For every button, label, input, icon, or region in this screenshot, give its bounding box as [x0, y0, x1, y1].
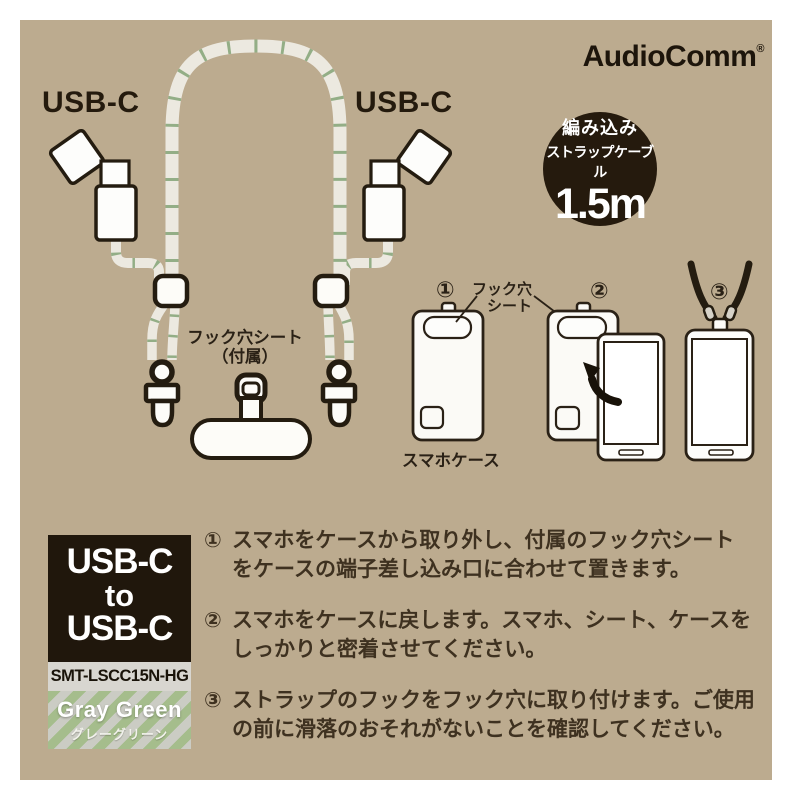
- smartphone-case-label: スマホケース: [402, 452, 500, 470]
- model-number: SMT-LSCC15N-HG: [48, 662, 191, 691]
- instruction-2-text: スマホをケースに戻します。スマホ、シート、ケースを しっかりと密着させてください…: [232, 609, 752, 661]
- step1-number: ①: [436, 277, 455, 302]
- instruction-step-1: ① スマホをケースから取り外し、付属のフック穴シート をケースの端子差し込み口に…: [204, 527, 782, 584]
- instruction-1-number: ①: [204, 529, 222, 552]
- step3-number: ③: [710, 279, 729, 304]
- color-name-en: Gray Green: [57, 697, 182, 722]
- color-swatch: Gray Green グレーグリーン: [48, 691, 191, 749]
- registered-mark: ®: [756, 43, 764, 55]
- connector-type-panel: USB-C to USB-C: [48, 535, 191, 662]
- step2-number: ②: [590, 278, 609, 303]
- instruction-step-3: ③ ストラップのフックをフック穴に取り付けます。ご使用 の前に滑落のおそれがない…: [204, 687, 782, 744]
- connector-type-line1: USB-C: [66, 542, 174, 581]
- connector-type-line3: USB-C: [66, 609, 174, 648]
- usb-c-label-right: USB-C: [355, 86, 453, 119]
- instructions-list: ① スマホをケースから取り外し、付属のフック穴シート をケースの端子差し込み口に…: [204, 527, 782, 744]
- instruction-step-2: ② スマホをケースに戻します。スマホ、シート、ケースを しっかりと密着させてくだ…: [204, 607, 782, 664]
- hook-sheet-caption: フック穴シート （付属）: [187, 329, 303, 366]
- length-badge: 編み込み ストラップケーブル 1.5m: [543, 112, 657, 226]
- badge-length: 1.5m: [554, 180, 647, 228]
- badge-line1: 編み込み: [562, 118, 638, 138]
- connector-type-line2: to: [104, 578, 135, 613]
- instruction-2-number: ②: [204, 609, 222, 632]
- instruction-3-number: ③: [204, 689, 222, 712]
- brand-logo: AudioComm®: [540, 40, 765, 74]
- brand-logo-text: AudioComm: [582, 40, 757, 73]
- instruction-3-text: ストラップのフックをフック穴に取り付けます。ご使用 の前に滑落のおそれがないこと…: [232, 689, 755, 741]
- badge-line2: ストラップケーブル: [546, 144, 654, 180]
- usb-c-label-left: USB-C: [42, 86, 140, 119]
- hook-hole-sheet-pointer-label: フック穴 シート: [472, 281, 533, 315]
- product-spec-box: USB-C to USB-C SMT-LSCC15N-HG Gray Green…: [48, 535, 191, 749]
- instruction-1-text: スマホをケースから取り外し、付属のフック穴シート をケースの端子差し込み口に合わ…: [232, 529, 735, 581]
- color-name-jp: グレーグリーン: [70, 727, 169, 742]
